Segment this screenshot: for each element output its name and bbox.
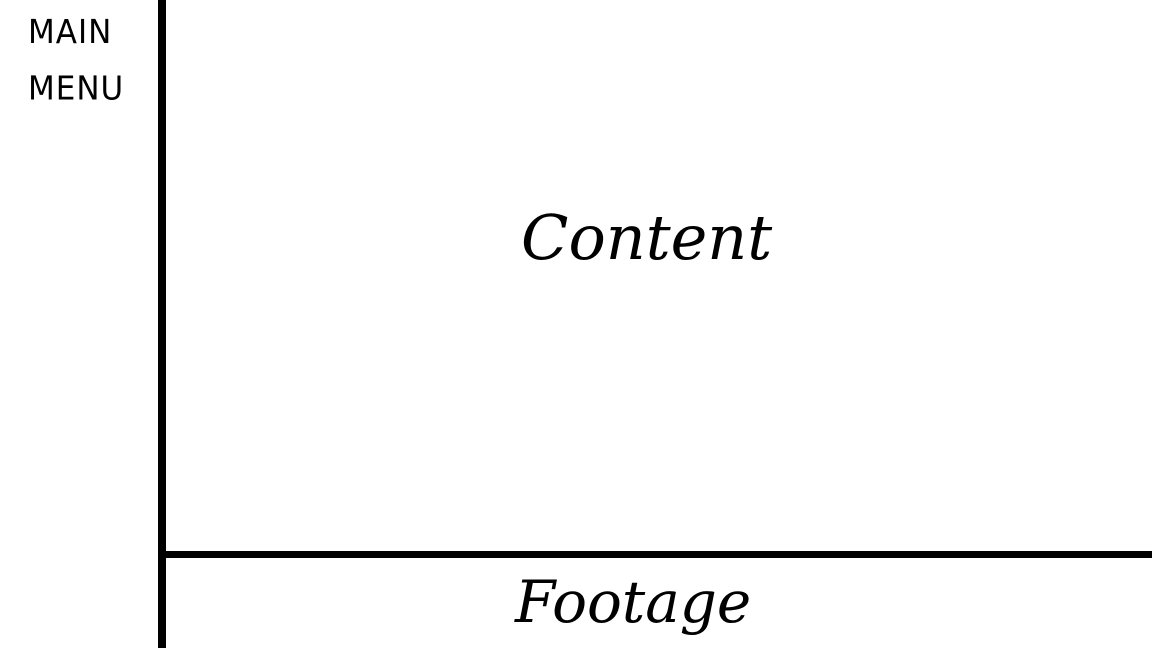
main-menu-label: MAIN MENU [28,13,125,108]
sidebar-divider [158,0,166,648]
main-menu-region: MAIN MENU [0,0,158,648]
footer-divider [166,551,1152,558]
footer-label: Footage [515,568,752,636]
content-label: Content [521,201,773,274]
content-region: Content [166,0,1152,551]
footer-region: Footage [166,558,1152,648]
